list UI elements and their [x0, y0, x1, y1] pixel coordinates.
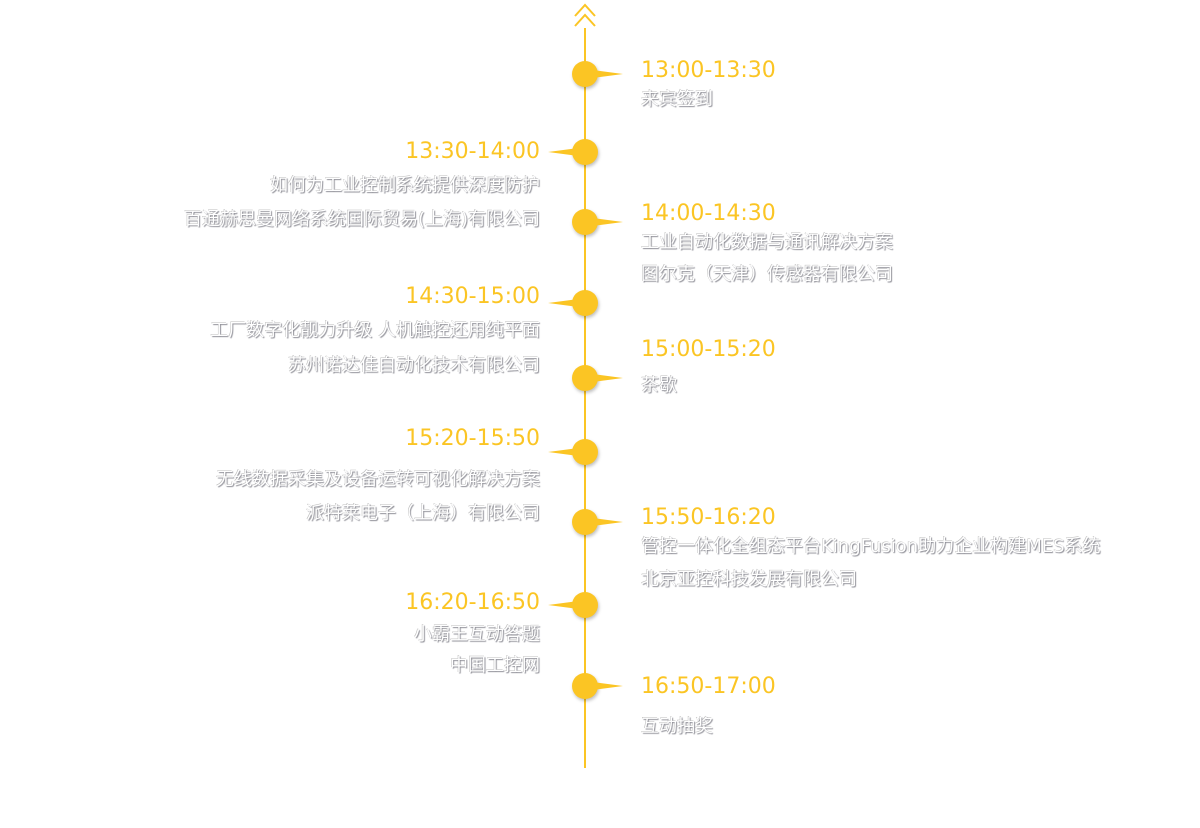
session-company: 图尔克（天津）传感器有限公司 — [641, 264, 893, 285]
timeline-axis — [584, 28, 586, 768]
session-company: 派特莱电子（上海）有限公司 — [306, 503, 540, 524]
session-time: 13:30-14:00 — [405, 139, 540, 164]
session-title: 来宾签到 — [641, 89, 713, 110]
session-company: 中国工控网 — [450, 655, 540, 676]
session-time: 13:00-13:30 — [641, 58, 776, 83]
pointer-arrow — [585, 69, 623, 79]
pointer-arrow — [585, 373, 623, 383]
session-title: 茶歇 — [641, 375, 677, 396]
session-title: 如何为工业控制系统提供深度防护 — [270, 175, 540, 196]
session-time: 14:30-15:00 — [405, 284, 540, 309]
pointer-arrow — [548, 147, 586, 157]
session-time: 14:00-14:30 — [641, 201, 776, 226]
session-title: 互动抽奖 — [641, 716, 713, 737]
session-company: 百通赫思曼网络系统国际贸易(上海)有限公司 — [183, 209, 540, 230]
session-title: 工厂数字化靓力升级 人机触控还用纯平面 — [210, 320, 540, 341]
pointer-arrow — [548, 447, 586, 457]
session-company: 北京亚控科技发展有限公司 — [641, 569, 857, 590]
session-time: 15:00-15:20 — [641, 337, 776, 362]
session-title: 工业自动化数据与通讯解决方案 — [641, 232, 893, 253]
session-title: 管控一体化全组态平台KingFusion助力企业构建MES系统 — [641, 536, 1101, 557]
session-title: 小霸王互动答题 — [414, 624, 540, 645]
session-time: 16:50-17:00 — [641, 674, 776, 699]
pointer-arrow — [585, 517, 623, 527]
pointer-arrow — [585, 681, 623, 691]
session-company: 苏州诺达佳自动化技术有限公司 — [288, 355, 540, 376]
session-time: 16:20-16:50 — [405, 590, 540, 615]
session-time: 15:20-15:50 — [405, 426, 540, 451]
double-chevron-up-icon[interactable] — [572, 2, 598, 30]
session-time: 15:50-16:20 — [641, 505, 776, 530]
pointer-arrow — [585, 217, 623, 227]
pointer-arrow — [548, 600, 586, 610]
session-title: 无线数据采集及设备运转可视化解决方案 — [216, 469, 540, 490]
pointer-arrow — [548, 298, 586, 308]
